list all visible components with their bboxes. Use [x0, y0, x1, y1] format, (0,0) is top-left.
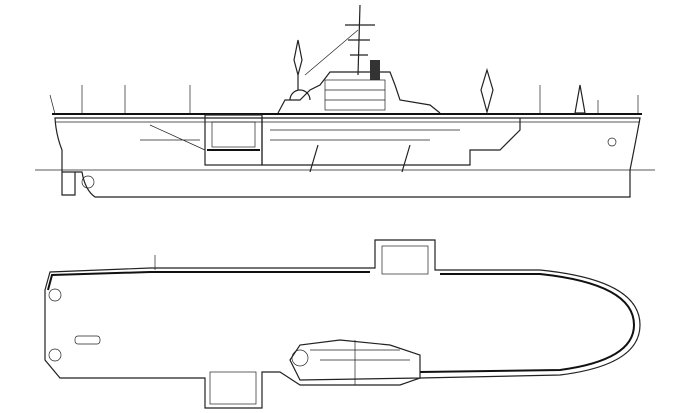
- radar-antenna: [480, 67, 494, 115]
- radar-dome: [289, 89, 311, 101]
- deck-edge-lifts: [309, 144, 411, 173]
- rudder: [61, 172, 76, 196]
- hangar-opening: [204, 114, 263, 166]
- island-levels: [325, 89, 385, 101]
- anchor: [607, 137, 617, 147]
- island-plan: [289, 339, 421, 381]
- hull: [54, 117, 641, 198]
- radar-spike: [293, 39, 303, 78]
- island-equipment: [370, 60, 380, 80]
- hull-detail-lines: [140, 124, 460, 151]
- mast-yards: [345, 24, 375, 56]
- profile-view: [35, 4, 655, 198]
- antennae: [49, 85, 639, 115]
- stern-sponson: [48, 288, 62, 302]
- propeller: [81, 175, 95, 189]
- island: [277, 71, 441, 114]
- plan-view: [44, 239, 641, 409]
- deck-edge-gallery: [47, 271, 636, 373]
- hull-superstructure: [261, 118, 521, 166]
- flight-deck-outline: [44, 239, 641, 409]
- forward-elevator: [381, 245, 429, 275]
- island-plan-detail: [310, 340, 410, 385]
- mast-stay: [304, 29, 359, 76]
- island-bridge: [324, 79, 386, 111]
- aft-elevator: [209, 371, 257, 405]
- deck-marking: [74, 335, 101, 345]
- stern-sponson: [48, 348, 62, 362]
- island-dome-plan: [291, 349, 309, 367]
- hangar-detail: [211, 121, 256, 148]
- bow-mast: [574, 84, 586, 114]
